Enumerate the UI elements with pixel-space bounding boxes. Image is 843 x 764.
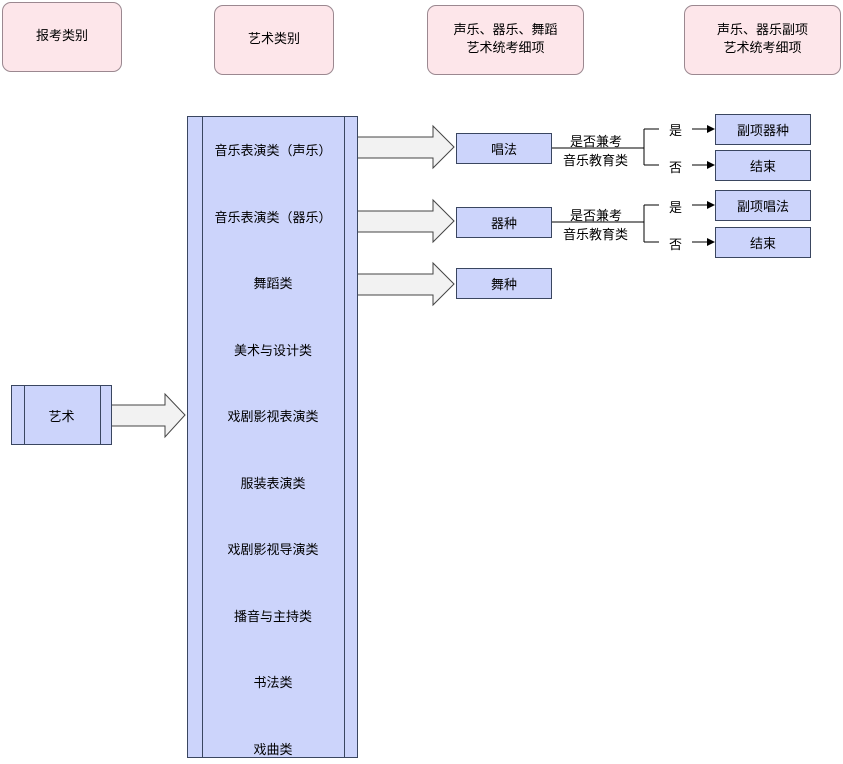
source-art-label: 艺术 [48, 409, 75, 425]
vocal-question-line2: 音乐教育类 [563, 154, 629, 169]
instrumental-question-line1: 是否兼考 [570, 209, 623, 224]
header-art-category-label: 艺术类别 [247, 32, 300, 47]
instrumental-yes-result-box: 副项唱法 [715, 190, 811, 221]
instrumental-yes-label: 是 [669, 201, 683, 216]
category-drama-film-directing: 戏剧影视导演类 [227, 543, 319, 558]
header-exam-category: 报考类别 [2, 2, 122, 72]
category-drama-film-acting: 戏剧影视表演类 [227, 410, 319, 425]
instrumental-no-label: 否 [669, 238, 683, 253]
vocal-yes-result-box: 副项器种 [715, 114, 811, 145]
vocal-no-label: 否 [669, 161, 683, 176]
detail-singing-box: 唱法 [456, 133, 552, 164]
header-vocal-instrument-sub-label: 声乐、器乐副项 艺术统考细项 [716, 23, 808, 56]
detail-singing-label: 唱法 [490, 143, 517, 158]
vocal-no-result-label: 结束 [749, 160, 776, 175]
category-instrumental-performance: 音乐表演类（器乐） [214, 211, 332, 226]
category-fashion-performance: 服装表演类 [240, 477, 306, 492]
category-opera: 戏曲类 [253, 743, 293, 758]
header-vocal-instrument-dance-label: 声乐、器乐、舞蹈 艺术统考细项 [453, 23, 558, 56]
vocal-yes-label: 是 [669, 124, 683, 139]
detail-instrument-label: 器种 [490, 217, 517, 232]
header-art-category: 艺术类别 [214, 5, 334, 75]
header-vocal-instrument-dance: 声乐、器乐、舞蹈 艺术统考细项 [427, 5, 584, 75]
detail-instrument-box: 器种 [456, 207, 552, 238]
header-vocal-instrument-sub: 声乐、器乐副项 艺术统考细项 [684, 5, 841, 75]
vocal-question-line1: 是否兼考 [570, 135, 623, 150]
instrumental-yes-result-label: 副项唱法 [736, 200, 789, 215]
instrumental-no-result-label: 结束 [749, 237, 776, 252]
art-category-column [187, 116, 358, 758]
category-vocal-performance: 音乐表演类（声乐） [214, 144, 332, 159]
source-art-box: 艺术 [11, 385, 112, 445]
category-dance: 舞蹈类 [253, 277, 293, 292]
category-broadcasting-hosting: 播音与主持类 [233, 610, 312, 625]
detail-dance-label: 舞种 [490, 278, 517, 293]
instrumental-no-result-box: 结束 [715, 227, 811, 258]
detail-dance-box: 舞种 [456, 268, 552, 299]
vocal-no-result-box: 结束 [715, 150, 811, 181]
category-calligraphy: 书法类 [253, 676, 293, 691]
category-fine-art-design: 美术与设计类 [233, 344, 312, 359]
header-exam-category-label: 报考类别 [35, 29, 88, 44]
instrumental-question-line2: 音乐教育类 [563, 228, 629, 243]
vocal-yes-result-label: 副项器种 [736, 124, 789, 139]
